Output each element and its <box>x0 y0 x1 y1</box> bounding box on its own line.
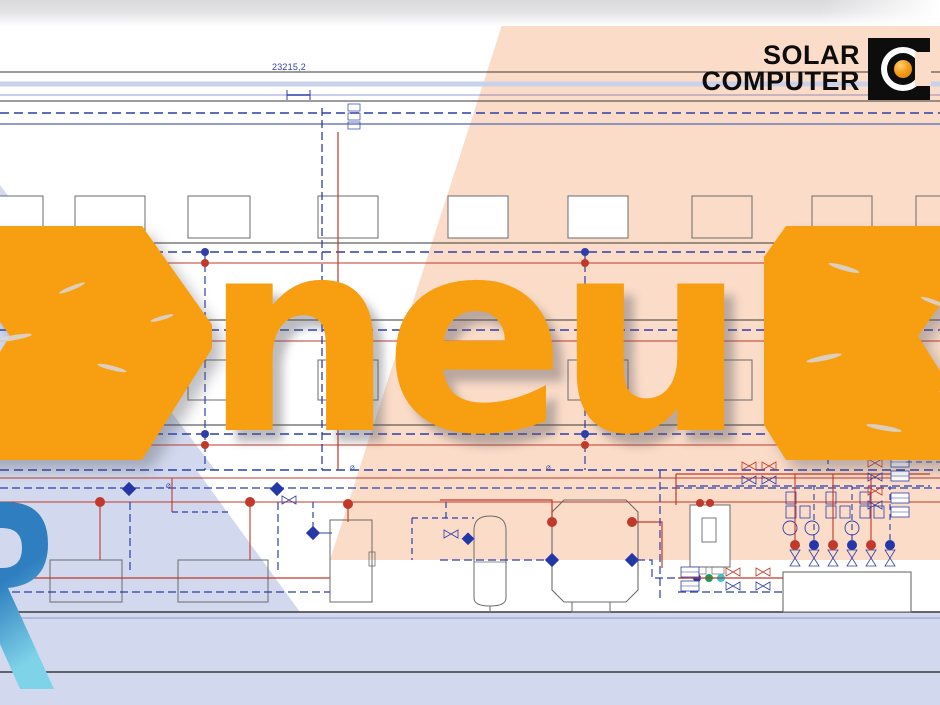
cad-annotation-ticks: Ø Ø Ø <box>166 466 551 490</box>
lower-right-pipe-run <box>678 566 783 593</box>
chevron-right-icon <box>0 226 212 460</box>
chevron-left-icon <box>764 226 940 460</box>
brand-mark-icon <box>868 38 931 100</box>
plant-room-detail <box>659 451 940 613</box>
top-strip-fade <box>820 0 940 26</box>
blue-r-glyph <box>0 498 78 693</box>
svg-text:Ø: Ø <box>350 466 355 472</box>
tank-group <box>411 499 700 613</box>
lower-left-pipe-run <box>0 577 330 593</box>
brand-wordmark: SOLAR COMPUTER <box>701 40 861 96</box>
brand-line-2: COMPUTER <box>701 66 860 96</box>
lower-left-distribution <box>0 478 940 603</box>
logo-sun-dot <box>894 60 912 78</box>
brand-line-1: SOLAR <box>763 40 860 71</box>
chevron-right-group <box>764 218 940 468</box>
svg-text:Ø: Ø <box>166 484 171 490</box>
svg-text:Ø: Ø <box>546 466 551 472</box>
top-gradient-strip <box>0 0 940 26</box>
logo-right-cut <box>915 52 931 86</box>
r-logo-icon <box>0 502 54 689</box>
brand-logo: SOLAR COMPUTER <box>702 38 931 100</box>
chevron-left-group <box>0 218 212 468</box>
dimension-line <box>0 90 940 100</box>
dimension-value-label: 23215,2 <box>272 62 306 72</box>
riser-pipes <box>201 103 832 470</box>
